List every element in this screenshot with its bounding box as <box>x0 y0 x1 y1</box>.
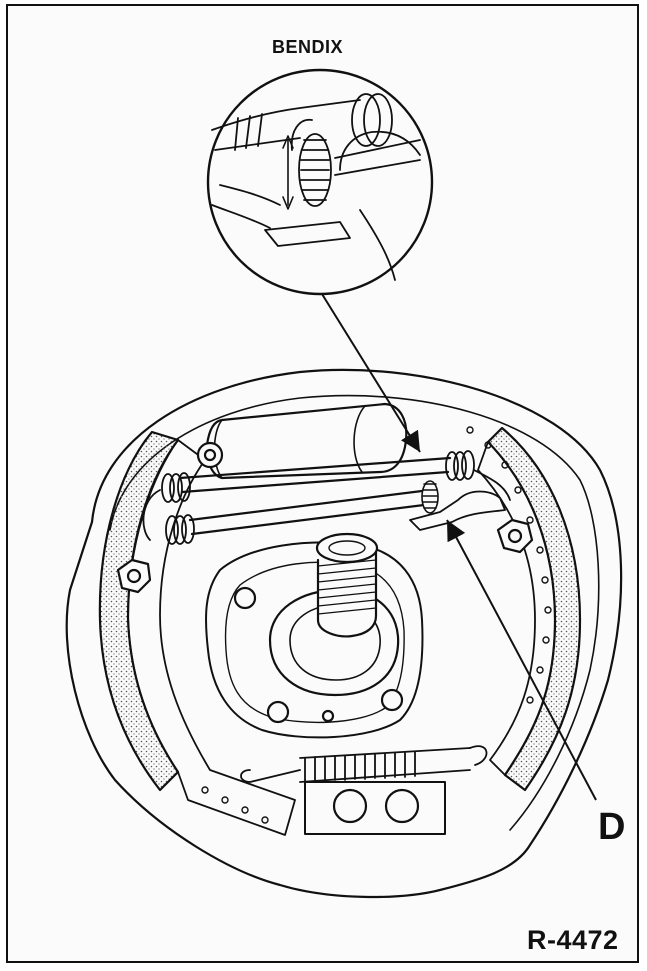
cylinder-bolt <box>196 441 224 469</box>
wheel-cylinder <box>205 402 408 480</box>
right-brake-shoe <box>477 441 556 776</box>
adjuster-spring <box>445 450 511 501</box>
anchor-plate <box>304 781 446 835</box>
lower-return-spring <box>240 745 488 783</box>
upper-spring-bar <box>178 456 452 494</box>
left-return-spring <box>142 472 191 541</box>
inset-title: BENDIX <box>272 37 344 57</box>
left-hold-down-nut <box>116 558 152 594</box>
figure-reference-code: R-4472 <box>527 925 619 955</box>
adjuster-strut <box>188 488 434 536</box>
backing-plate <box>65 368 623 899</box>
callout-label: D <box>598 806 626 848</box>
callout-leader-arrow <box>446 519 597 801</box>
left-brake-shoe <box>127 439 296 836</box>
inset-leader-arrow <box>321 293 421 453</box>
left-brake-lining <box>98 430 180 792</box>
backing-plate-flange <box>109 394 600 831</box>
adjusting-lever <box>409 490 506 531</box>
star-wheel-adjuster <box>421 480 439 514</box>
inset-detail <box>211 93 421 281</box>
right-hold-down-nut <box>496 518 534 554</box>
lower-left-spring <box>165 514 195 545</box>
